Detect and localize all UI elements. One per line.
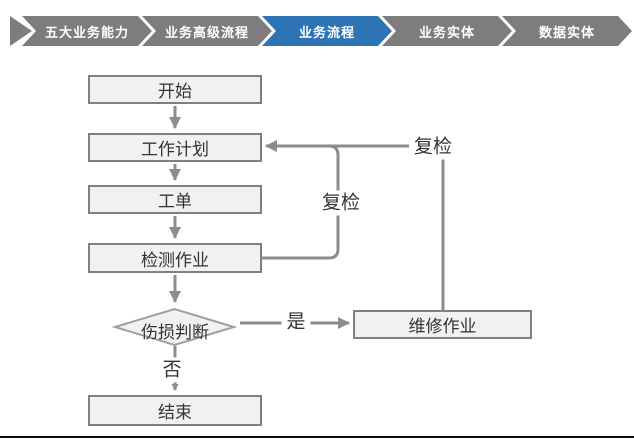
- banner-step-label: 五大业务能力: [44, 24, 129, 40]
- edge-label-recheck-outer: 复检: [408, 134, 458, 160]
- node-label: 结束: [158, 403, 192, 422]
- bottom-border-line: [0, 436, 634, 438]
- node-work-order: 工单: [88, 185, 262, 214]
- node-label: 伤损判断: [141, 323, 209, 342]
- node-label: 工作计划: [141, 140, 209, 159]
- node-damage-decision: 伤损判断: [117, 318, 233, 343]
- node-label: 开始: [158, 82, 192, 101]
- node-end: 结束: [88, 395, 262, 426]
- node-start: 开始: [88, 75, 262, 104]
- edge-label-yes: 是: [281, 309, 311, 335]
- edge-label-recheck-inner: 复检: [316, 190, 366, 216]
- banner-step-data-entity[interactable]: 数据实体: [502, 16, 632, 46]
- process-step-banner: 五大业务能力 业务高级流程 业务流程 业务实体 数据实体: [0, 16, 634, 46]
- edge-repair-plan-recheck: [265, 140, 445, 310]
- node-label: 维修作业: [408, 317, 477, 336]
- node-label: 检测作业: [141, 250, 209, 270]
- node-work-plan: 工作计划: [88, 133, 262, 162]
- banner-step-five-capabilities[interactable]: 五大业务能力: [22, 16, 152, 46]
- edge-label-no: 否: [157, 357, 187, 383]
- node-repair-job: 维修作业: [353, 310, 532, 339]
- banner-step-label: 数据实体: [538, 24, 595, 40]
- banner-step-label: 业务高级流程: [164, 24, 249, 40]
- banner-step-business-entity[interactable]: 业务实体: [382, 16, 512, 46]
- banner-step-high-level-process[interactable]: 业务高级流程: [142, 16, 272, 46]
- banner-step-label: 业务实体: [418, 24, 475, 40]
- banner-step-business-process[interactable]: 业务流程: [262, 16, 392, 46]
- node-inspection-job: 检测作业: [88, 243, 262, 273]
- node-label: 工单: [158, 192, 192, 211]
- banner-step-label: 业务流程: [298, 24, 355, 40]
